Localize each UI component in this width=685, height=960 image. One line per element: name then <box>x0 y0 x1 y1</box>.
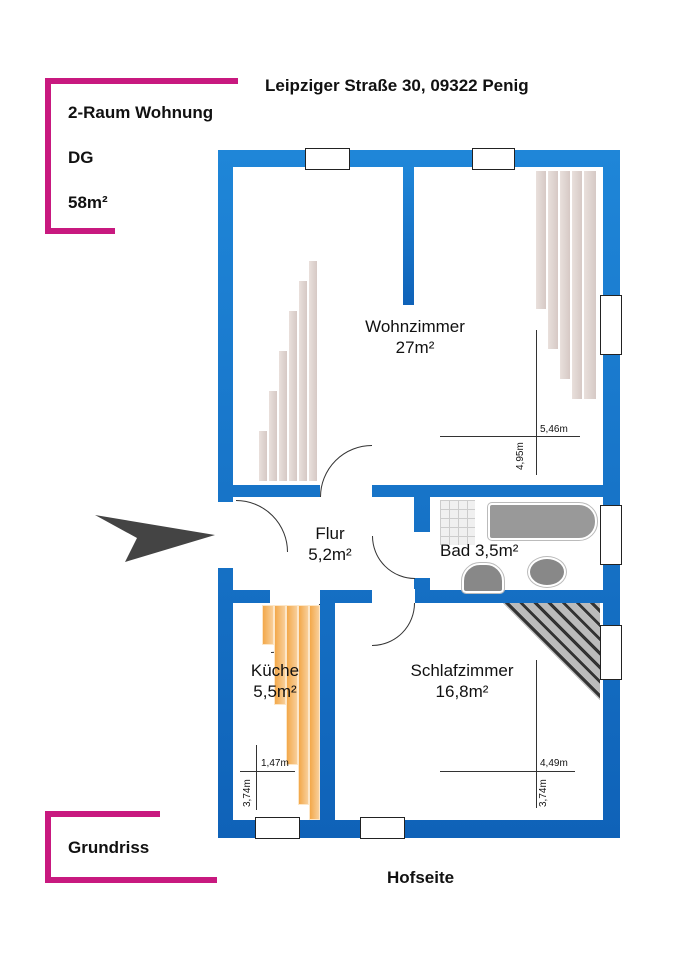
room-area: 27m² <box>395 338 435 357</box>
stair-step <box>559 170 571 380</box>
dimension-width: 4,49m <box>540 758 568 769</box>
door-opening <box>372 589 415 604</box>
dimension-depth: 4,95m <box>515 442 526 470</box>
stair-step <box>278 350 288 482</box>
tiled-wall <box>440 500 475 545</box>
window <box>360 817 405 839</box>
chimney-icon <box>428 468 440 480</box>
stair-step <box>309 605 320 820</box>
partition-wall <box>403 167 414 305</box>
dimension-line <box>440 771 575 772</box>
stair-step <box>298 605 309 805</box>
stair-step <box>298 280 308 482</box>
bracket-bottom-line <box>45 228 115 234</box>
room-name: Wohnzimmer <box>365 317 465 336</box>
entrance-opening <box>218 502 234 568</box>
stair-step <box>286 605 298 765</box>
stair-step <box>262 605 274 645</box>
footer-bracket-top <box>45 811 160 817</box>
floor-level: DG <box>68 148 94 167</box>
door-opening <box>413 532 431 578</box>
room-label-living: Wohnzimmer 27m² <box>350 316 480 358</box>
footer-bracket-left <box>45 811 51 883</box>
stair-step <box>268 390 278 482</box>
window <box>472 148 515 170</box>
room-label-bedroom: Schlafzimmer 16,8m² <box>392 660 532 702</box>
room-label-hallway: Flur 5,2m² <box>290 523 370 565</box>
door-opening <box>270 589 320 604</box>
footer-bracket-bottom <box>45 877 217 883</box>
courtyard-side-label: Hofseite <box>387 868 455 887</box>
dimension-width: 5,46m <box>540 424 568 435</box>
stair-step <box>274 605 286 705</box>
bracket-top-line <box>45 78 238 84</box>
window <box>255 817 300 839</box>
apartment-type: 2-Raum Wohnung <box>68 103 214 122</box>
stair-step <box>547 170 559 350</box>
bracket-left-line <box>45 78 51 234</box>
room-name: Küche <box>250 661 300 680</box>
window <box>600 625 622 680</box>
toilet-icon <box>461 562 505 594</box>
window <box>305 148 350 170</box>
window <box>600 295 622 355</box>
total-area: 58m² <box>68 193 108 212</box>
dimension-line <box>240 771 295 772</box>
stair-step <box>288 310 298 482</box>
dimension-width: 1,47m <box>261 758 289 769</box>
dimension-depth: 3,74m <box>538 779 549 807</box>
window <box>600 505 622 565</box>
room-label-kitchen: Küche 5,5m² <box>235 660 315 702</box>
dimension-depth: 3,74m <box>242 779 253 807</box>
entrance-arrow-icon <box>95 515 215 562</box>
dimension-line <box>536 330 537 475</box>
room-area: 5,5m² <box>253 682 297 701</box>
stair-step <box>258 430 268 482</box>
sink-icon <box>527 556 567 588</box>
stair-step <box>308 260 318 482</box>
stair-step <box>571 170 583 400</box>
room-label-bathroom: Bad 3,5m² <box>440 541 519 560</box>
bathtub-icon <box>487 502 598 541</box>
room-name: Schlafzimmer <box>410 661 514 680</box>
room-area: 16,8m² <box>435 682 489 701</box>
address: Leipziger Straße 30, 09322 Penig <box>265 76 529 95</box>
room-area: 5,2m² <box>308 545 352 564</box>
plan-label: Grundriss <box>68 838 150 857</box>
dimension-line <box>256 745 257 810</box>
dimension-line <box>536 660 537 808</box>
stair-step <box>535 170 547 310</box>
stair-step <box>583 170 597 400</box>
room-name: Flur <box>315 524 345 543</box>
dimension-line <box>440 436 580 437</box>
